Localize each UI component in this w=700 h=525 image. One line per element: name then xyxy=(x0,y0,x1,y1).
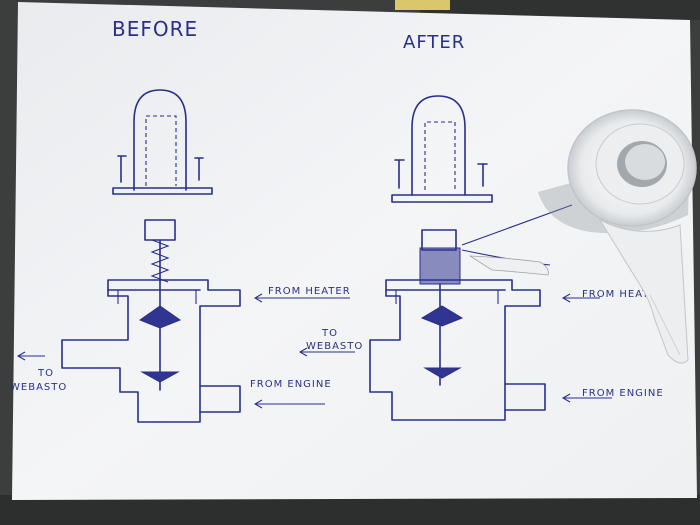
after-valve-drawing xyxy=(369,204,573,421)
after-cap-drawing xyxy=(391,95,493,203)
before-from-engine-label: FROM ENGINE xyxy=(250,379,332,390)
ptfe-tape-roll xyxy=(468,109,697,364)
before-valve-drawing xyxy=(61,219,241,423)
after-from-engine-label: FROM ENGINE xyxy=(582,388,664,399)
before-from-engine-arrow xyxy=(253,399,325,409)
before-from-heater-label: FROM HEATER xyxy=(268,286,351,297)
after-from-engine-arrow xyxy=(561,393,612,403)
before-webasto-label: WEBASTO xyxy=(10,382,67,393)
after-webasto-label: WEBASTO xyxy=(306,341,363,352)
after-to-label: TO xyxy=(321,328,338,339)
table-bottom xyxy=(0,495,700,525)
before-cap-drawing xyxy=(112,89,213,195)
after-to-webasto-arrow xyxy=(298,347,355,357)
before-to-label: TO xyxy=(37,368,54,379)
after-from-heater-label: FROM HEAT xyxy=(582,289,649,300)
after-title: AFTER xyxy=(403,32,465,53)
yellow-object xyxy=(395,0,450,10)
before-from-heater-arrow xyxy=(253,293,350,303)
paper-sheet xyxy=(12,2,697,500)
before-title: BEFORE xyxy=(112,17,198,41)
after-from-heater-arrow xyxy=(561,293,600,303)
before-to-webasto-arrow xyxy=(16,351,45,361)
